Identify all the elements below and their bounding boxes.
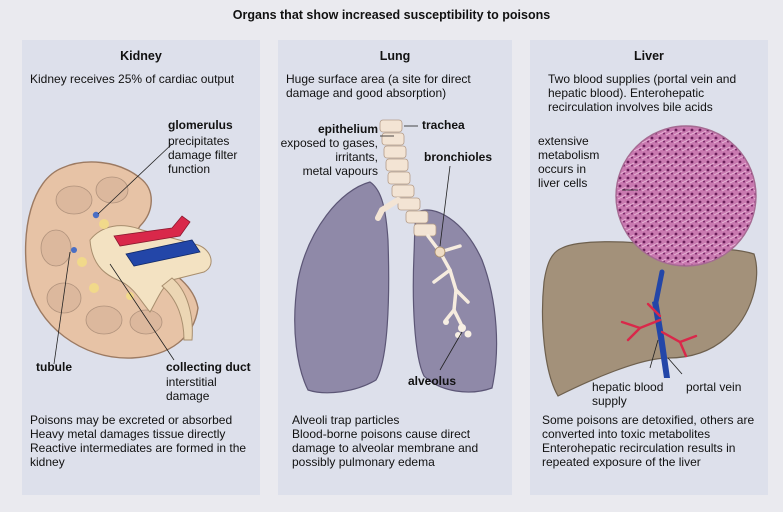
collecting-duct-label: collecting duct <box>166 360 251 374</box>
renal-vein <box>125 239 201 267</box>
trachea-rings <box>379 119 437 237</box>
kidney-intro: Kidney receives 25% of cardiac output <box>30 72 235 86</box>
kidney-medulla <box>40 176 163 335</box>
liver-body <box>541 241 758 397</box>
duct-leader <box>109 263 175 361</box>
glomerulus-desc: precipitates damage filter function <box>168 134 238 176</box>
glomerulus-dot-2 <box>71 247 77 253</box>
lung-panel: Lung Huge surface area (a site for direc… <box>278 40 512 495</box>
glomerulus-label: glomerulus <box>168 118 233 132</box>
metabolism-label: extensive metabolism occurs in liver cel… <box>538 134 600 190</box>
kidney-panel: Kidney Kidney receives 25% of cardiac ou… <box>22 40 260 495</box>
liver-illustration <box>541 125 758 397</box>
epithelium-desc: exposed to gases, irritants, metal vapou… <box>280 136 378 178</box>
diagram-title: Organs that show increased susceptibilit… <box>232 8 551 22</box>
left-bronchus <box>375 197 401 221</box>
alveoli-cluster <box>443 319 472 338</box>
kidney-heading: Kidney <box>120 49 162 63</box>
alveolus-label: alveolus <box>408 374 457 388</box>
histology-circle <box>616 126 756 266</box>
liver-panel: Liver Two blood supplies (portal vein an… <box>530 40 768 495</box>
left-lung <box>294 181 390 394</box>
ureter <box>161 277 193 341</box>
lung-heading: Lung <box>379 49 411 63</box>
lung-illustration <box>294 119 498 394</box>
glomerulus-leader <box>97 143 173 215</box>
bronchiole-marker <box>434 246 446 258</box>
tubule-label: tubule <box>36 360 72 374</box>
portal-vein-top <box>653 269 665 305</box>
lung-notes: Alveoli trap particles Blood-borne poiso… <box>292 413 479 469</box>
kidney-notes: Poisons may be excreted or absorbed Heav… <box>30 413 247 469</box>
hepatic-blood-label: hepatic blood supply <box>592 380 664 408</box>
kidney-illustration <box>24 143 212 365</box>
tubule-leader <box>53 251 71 365</box>
portal-leader <box>667 357 683 375</box>
hepatic-leader <box>649 339 659 369</box>
collecting-duct-desc: interstitial damage <box>166 375 217 403</box>
liver-intro: Two blood supplies (portal vein and hepa… <box>548 72 737 114</box>
calyces <box>77 219 134 300</box>
alveolus-leader <box>439 331 463 371</box>
bronchioles-label: bronchioles <box>424 150 493 164</box>
renal-artery <box>113 215 191 247</box>
bronchioles-leader <box>439 165 451 247</box>
hepatic-artery <box>620 302 698 358</box>
trachea-label: trachea <box>422 118 465 132</box>
liver-heading: Liver <box>634 49 664 63</box>
lung-intro: Huge surface area (a site for direct dam… <box>286 72 471 100</box>
liver-notes: Some poisons are detoxified, others are … <box>542 413 755 469</box>
epithelium-label: epithelium <box>317 122 378 136</box>
glomerulus-dot <box>92 211 100 219</box>
portal-vein-label: portal vein <box>686 380 742 394</box>
portal-vein <box>652 300 670 378</box>
